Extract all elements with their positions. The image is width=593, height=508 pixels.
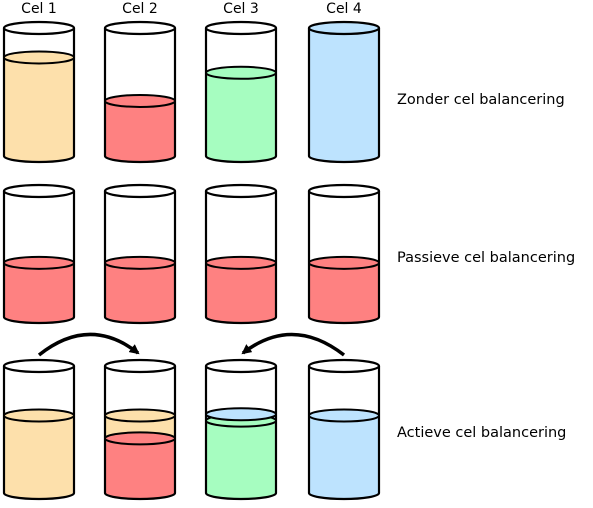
cylinder-body [103, 366, 177, 501]
fill-orange [4, 415, 74, 499]
fill-red [105, 100, 175, 162]
cylinder-body [103, 191, 177, 325]
liquid-surface [308, 408, 380, 423]
cylinder-top [204, 183, 278, 199]
row-label-2: Passieve cel balancering [397, 250, 575, 266]
cell-grid [2, 20, 381, 501]
cylinder-body [204, 28, 278, 164]
cell-4-row-1 [307, 20, 381, 164]
cylinder-body [2, 191, 76, 325]
cylinder-top [307, 20, 381, 36]
liquid-surface [104, 431, 176, 446]
cylinder-top [103, 20, 177, 36]
liquid-surface [308, 255, 380, 270]
liquid-surface [3, 408, 75, 423]
cell-1-row-1 [2, 20, 76, 164]
cell-3-row-3 [204, 358, 278, 501]
cylinder-body [204, 366, 278, 501]
cell-2-row-3 [103, 358, 177, 501]
cell-label-3: Cel 3 [223, 1, 259, 17]
cylinder-top [204, 358, 278, 374]
liquid-surface [3, 50, 75, 65]
liquid-surface [205, 255, 277, 270]
cell-label-2: Cel 2 [122, 1, 158, 17]
fill-blue [309, 28, 379, 162]
fill-red [105, 438, 175, 499]
column-labels: Cel 1 Cel 2 Cel 3 Cel 4 [21, 1, 362, 17]
cylinder-body [2, 366, 76, 501]
cylinder-body [103, 28, 177, 164]
liquid-surface [104, 93, 176, 108]
cell-3-row-2 [204, 183, 278, 325]
cell-1-row-3 [2, 358, 76, 501]
liquid-surface [104, 408, 176, 423]
cylinder-top [103, 358, 177, 374]
cylinder-body [204, 191, 278, 325]
transfer-arrow-2 [241, 332, 346, 357]
cell-label-1: Cel 1 [21, 1, 57, 17]
cell-3-row-1 [204, 20, 278, 164]
fill-orange [4, 57, 74, 162]
cylinder-top [103, 183, 177, 199]
cylinder-body [307, 191, 381, 325]
cell-4-row-3 [307, 358, 381, 501]
cell-4-row-2 [307, 183, 381, 325]
cell-1-row-2 [2, 183, 76, 325]
fill-red [206, 262, 276, 323]
cylinder-body [2, 28, 76, 164]
cylinder-top [2, 183, 76, 199]
transfer-arrow-1 [37, 332, 140, 357]
cylinder-body [307, 28, 381, 164]
liquid-surface [104, 255, 176, 270]
row-label-3: Actieve cel balancering [397, 425, 566, 441]
cylinder-top [2, 358, 76, 374]
cell-2-row-1 [103, 20, 177, 164]
fill-red [105, 262, 175, 323]
cell-label-4: Cel 4 [326, 1, 362, 17]
liquid-surface [205, 65, 277, 80]
fill-blue [309, 415, 379, 499]
cell-2-row-2 [103, 183, 177, 325]
cylinder-top [307, 358, 381, 374]
cylinder-top [307, 183, 381, 199]
fill-red [4, 262, 74, 323]
cylinder-body [307, 366, 381, 501]
cylinder-top [2, 20, 76, 36]
cylinder-top [204, 20, 278, 36]
row-label-1: Zonder cel balancering [397, 92, 565, 108]
fill-red [309, 262, 379, 323]
fill-green [206, 420, 276, 499]
liquid-surface [3, 255, 75, 270]
fill-green [206, 72, 276, 162]
liquid-surface [205, 407, 277, 422]
transfer-arrows [37, 332, 346, 357]
